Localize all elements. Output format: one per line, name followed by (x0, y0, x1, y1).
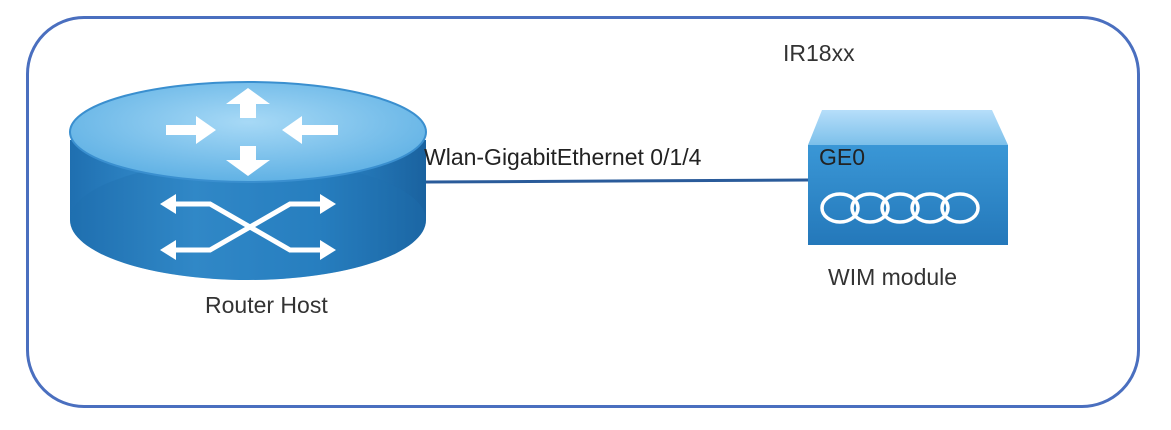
group-title: IR18xx (783, 40, 855, 66)
wireless-module-icon (808, 110, 1008, 245)
router-icon (69, 81, 427, 280)
wim-label: WIM module (828, 264, 958, 290)
ir18xx-boundary (26, 16, 1140, 408)
link-label: Wlan-GigabitEthernet 0/1/4 (424, 144, 702, 170)
port-label: GE0 (819, 144, 866, 170)
router-label: Router Host (205, 292, 328, 318)
link-line (425, 178, 809, 184)
